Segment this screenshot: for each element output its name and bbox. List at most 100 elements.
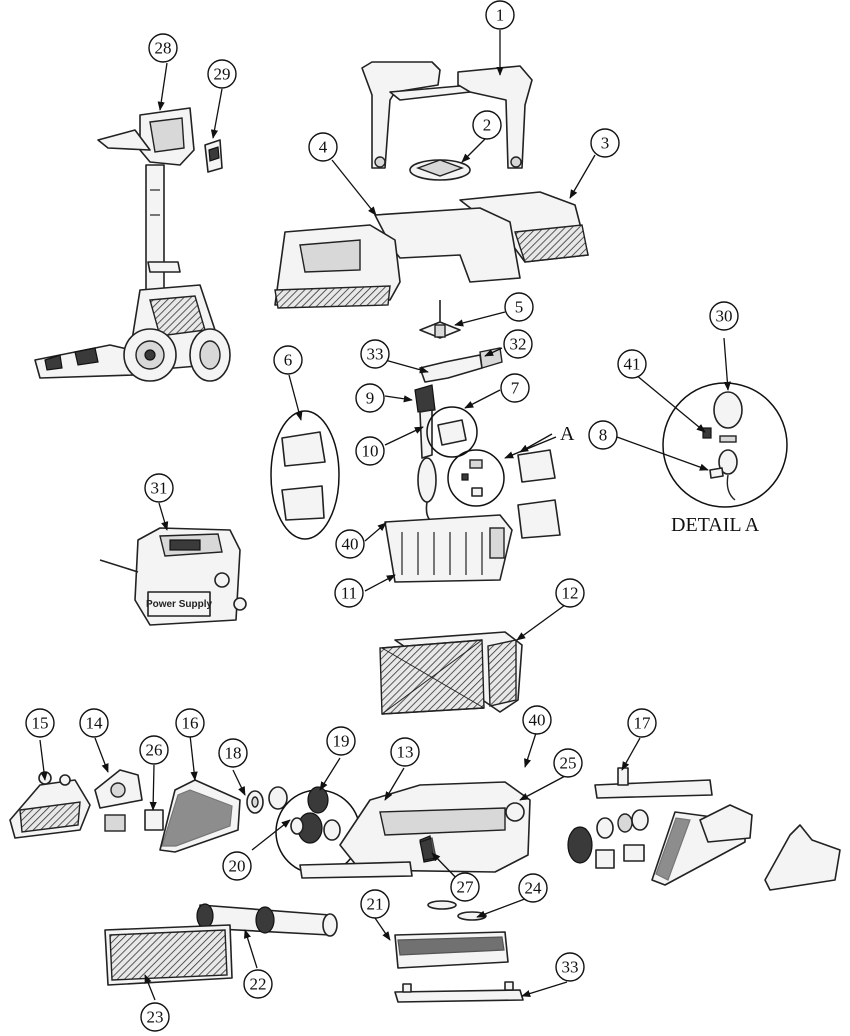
part-top-cover-right [459, 191, 589, 263]
svg-text:2: 2 [483, 116, 492, 135]
callout-31: 31 [144, 473, 174, 503]
part-detail-a-enlarged [702, 391, 743, 501]
part-caddy-cart [34, 107, 231, 382]
callout-16: 16 [175, 708, 205, 738]
part-cable-swivel [414, 347, 503, 521]
part-track-left [159, 779, 241, 853]
svg-text:18: 18 [225, 744, 242, 763]
callout-41: 41 [617, 349, 647, 379]
svg-text:19: 19 [333, 732, 350, 751]
svg-text:11: 11 [341, 584, 357, 603]
svg-text:9: 9 [366, 389, 375, 408]
svg-text:28: 28 [155, 39, 172, 58]
callout-21: 21 [360, 889, 390, 919]
part-shroud-pieces [281, 431, 326, 521]
callout-2: 2 [472, 110, 502, 140]
part-detail-a-contents [461, 459, 483, 497]
svg-text:41: 41 [624, 355, 641, 374]
svg-text:14: 14 [86, 714, 104, 733]
svg-text:23: 23 [147, 1008, 164, 1027]
callout-1: 1 [485, 0, 515, 30]
svg-text:12: 12 [562, 584, 579, 603]
svg-text:1: 1 [496, 6, 505, 25]
part-chassis [299, 781, 593, 879]
part-handle [361, 61, 533, 169]
callout-15: 15 [25, 708, 55, 738]
callout-5: 5 [504, 292, 534, 322]
callout-6: 6 [273, 345, 303, 375]
callout-27: 27 [450, 872, 480, 902]
callout-4: 4 [308, 132, 338, 162]
svg-text:29: 29 [214, 65, 231, 84]
svg-text:40: 40 [342, 535, 359, 554]
power-supply-label: Power Supply [146, 599, 213, 610]
callout-33-top: 33 [360, 339, 390, 369]
svg-text:30: 30 [716, 307, 733, 326]
callout-25: 25 [553, 748, 583, 778]
svg-text:25: 25 [560, 754, 577, 773]
part-impeller [419, 300, 461, 339]
callout-18: 18 [218, 738, 248, 768]
svg-text:8: 8 [599, 426, 608, 445]
callout-10: 10 [355, 436, 385, 466]
svg-text:32: 32 [510, 335, 527, 354]
svg-text:15: 15 [32, 714, 49, 733]
svg-text:40: 40 [529, 711, 546, 730]
callout-32: 32 [503, 329, 533, 359]
svg-text:3: 3 [601, 134, 610, 153]
part-clip [437, 419, 467, 446]
svg-text:26: 26 [146, 741, 163, 760]
part-brush [104, 924, 233, 986]
callout-11: 11 [334, 578, 364, 608]
callout-24: 24 [518, 873, 548, 903]
callout-22: 22 [243, 969, 273, 999]
part-shroud-detail-ring [270, 410, 340, 540]
part-filters [379, 631, 523, 715]
callout-9: 9 [355, 383, 385, 413]
callout-28: 28 [148, 33, 178, 63]
callout-20: 20 [222, 851, 252, 881]
part-clip-detail-ring [426, 406, 478, 458]
detail-marker-a: A [560, 423, 575, 445]
part-brush-bar [394, 931, 509, 969]
callout-29: 29 [207, 59, 237, 89]
callout-balloons: 1 2 3 4 5 6 7 8 9 10 11 12 13 14 15 16 1… [25, 0, 739, 1032]
callout-12: 12 [555, 578, 585, 608]
part-power-supply: Power Supply [99, 527, 247, 626]
callout-3: 3 [590, 128, 620, 158]
callout-7: 7 [500, 373, 530, 403]
part-remote-clip [204, 139, 223, 173]
callout-23: 23 [140, 1002, 170, 1032]
svg-text:21: 21 [367, 895, 384, 914]
part-motor-unit [384, 514, 513, 583]
callout-17: 17 [627, 708, 657, 738]
detail-a-locator [447, 449, 505, 507]
leader-lines [39, 30, 732, 1001]
callout-19: 19 [326, 726, 356, 756]
part-brush-roller [196, 903, 338, 937]
callout-40-right: 40 [522, 705, 552, 735]
callout-8: 8 [588, 420, 618, 450]
svg-text:22: 22 [250, 975, 267, 994]
svg-text:6: 6 [284, 351, 293, 370]
svg-text:31: 31 [151, 479, 168, 498]
callout-13: 13 [390, 737, 420, 767]
callout-26: 26 [139, 735, 169, 765]
part-gears [290, 786, 341, 844]
part-right-side-group [594, 767, 841, 891]
svg-text:24: 24 [525, 879, 543, 898]
part-cover-knob [409, 159, 471, 181]
part-end-cap-left [9, 771, 91, 839]
part-small-blocks [144, 809, 164, 831]
svg-text:10: 10 [362, 442, 379, 461]
svg-text:17: 17 [634, 714, 652, 733]
svg-text:33: 33 [562, 958, 579, 977]
svg-text:16: 16 [182, 714, 199, 733]
detail-a-caption: DETAIL A [671, 514, 760, 536]
svg-text:13: 13 [397, 743, 414, 762]
part-bearing-left [246, 786, 288, 814]
callout-14: 14 [79, 708, 109, 738]
svg-text:20: 20 [229, 857, 246, 876]
part-side-brackets [517, 449, 561, 539]
